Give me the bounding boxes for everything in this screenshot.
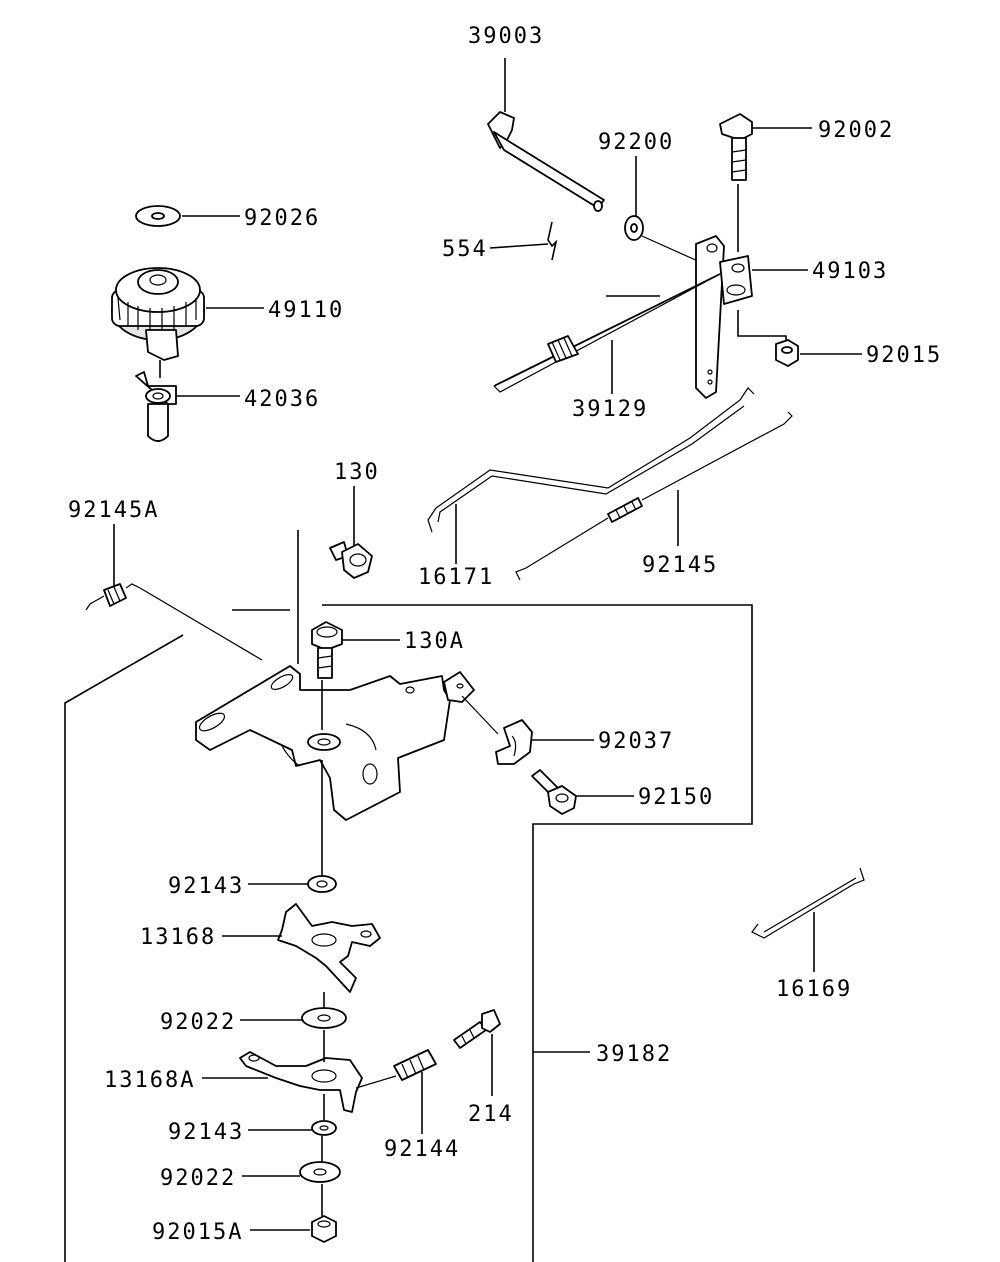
governor-sleeve-part — [135, 371, 240, 442]
washer-part-92143-lower — [248, 1094, 337, 1136]
part-label-16169: 16169 — [776, 977, 852, 1002]
part-label-42036: 42036 — [244, 387, 320, 412]
part-label-49103: 49103 — [812, 259, 888, 284]
part-label-130: 130 — [334, 460, 380, 485]
link-rod-part-92145 — [515, 411, 793, 581]
link-rod-part-16169 — [751, 867, 865, 972]
lever-plate-part — [695, 235, 808, 399]
link-rod-part-16171 — [427, 387, 755, 564]
nut-part-92015A — [250, 1184, 337, 1243]
washer-part — [624, 156, 701, 263]
governor-lever-part-13168 — [222, 903, 381, 993]
clamp-part — [495, 719, 594, 765]
clip-part — [489, 221, 558, 261]
washer-part-92026 — [135, 205, 240, 227]
assembly-frame — [64, 604, 753, 1262]
bolt-part-214 — [453, 1009, 501, 1096]
control-plate-part — [195, 530, 499, 876]
control-lever-part — [487, 58, 605, 212]
washer-part-92022-upper — [240, 992, 347, 1029]
part-label-92144: 92144 — [384, 1137, 460, 1162]
part-label-92015: 92015 — [866, 343, 942, 368]
spring-coil-39129 — [547, 335, 579, 363]
part-label-92150: 92150 — [638, 785, 714, 810]
part-label-92145A: 92145A — [68, 498, 159, 523]
part-label-13168: 13168 — [140, 925, 216, 950]
bolt-part-92002 — [719, 113, 812, 252]
nut-part-92015 — [775, 339, 862, 367]
washer-part-92143-upper — [248, 875, 337, 893]
part-label-92037: 92037 — [598, 729, 674, 754]
part-label-554: 554 — [442, 237, 488, 262]
part-label-92015A: 92015A — [152, 1220, 243, 1245]
part-labels: 39003 92200 92002 92026 554 49103 49110 … — [68, 24, 942, 1245]
washer-part-92022-lower — [242, 1136, 341, 1183]
part-label-92143-upper: 92143 — [168, 874, 244, 899]
part-label-39182: 39182 — [596, 1042, 672, 1067]
governor-lever-part-13168A — [202, 1030, 363, 1113]
part-label-92026: 92026 — [244, 206, 320, 231]
bolt-part-130 — [329, 486, 373, 579]
part-label-16171: 16171 — [418, 565, 494, 590]
part-label-92200: 92200 — [598, 130, 674, 155]
part-label-39129: 39129 — [572, 397, 648, 422]
part-label-92002: 92002 — [818, 118, 894, 143]
part-label-92022-lower: 92022 — [160, 1166, 236, 1191]
bolt-part-92150 — [531, 769, 634, 815]
spring-rod-part — [493, 273, 721, 394]
spring-part-92144 — [355, 1049, 437, 1134]
part-label-92022-upper: 92022 — [160, 1010, 236, 1035]
bolt-part-130A — [311, 621, 400, 679]
part-label-92143-lower: 92143 — [168, 1120, 244, 1145]
part-label-214: 214 — [468, 1102, 514, 1127]
part-label-92145: 92145 — [642, 553, 718, 578]
part-label-49110: 49110 — [268, 298, 344, 323]
part-label-39003: 39003 — [468, 24, 544, 49]
spring-part-92145A — [85, 524, 263, 661]
part-label-130A: 130A — [404, 629, 465, 654]
governor-gear-part — [111, 267, 264, 378]
part-label-13168A: 13168A — [104, 1068, 195, 1093]
